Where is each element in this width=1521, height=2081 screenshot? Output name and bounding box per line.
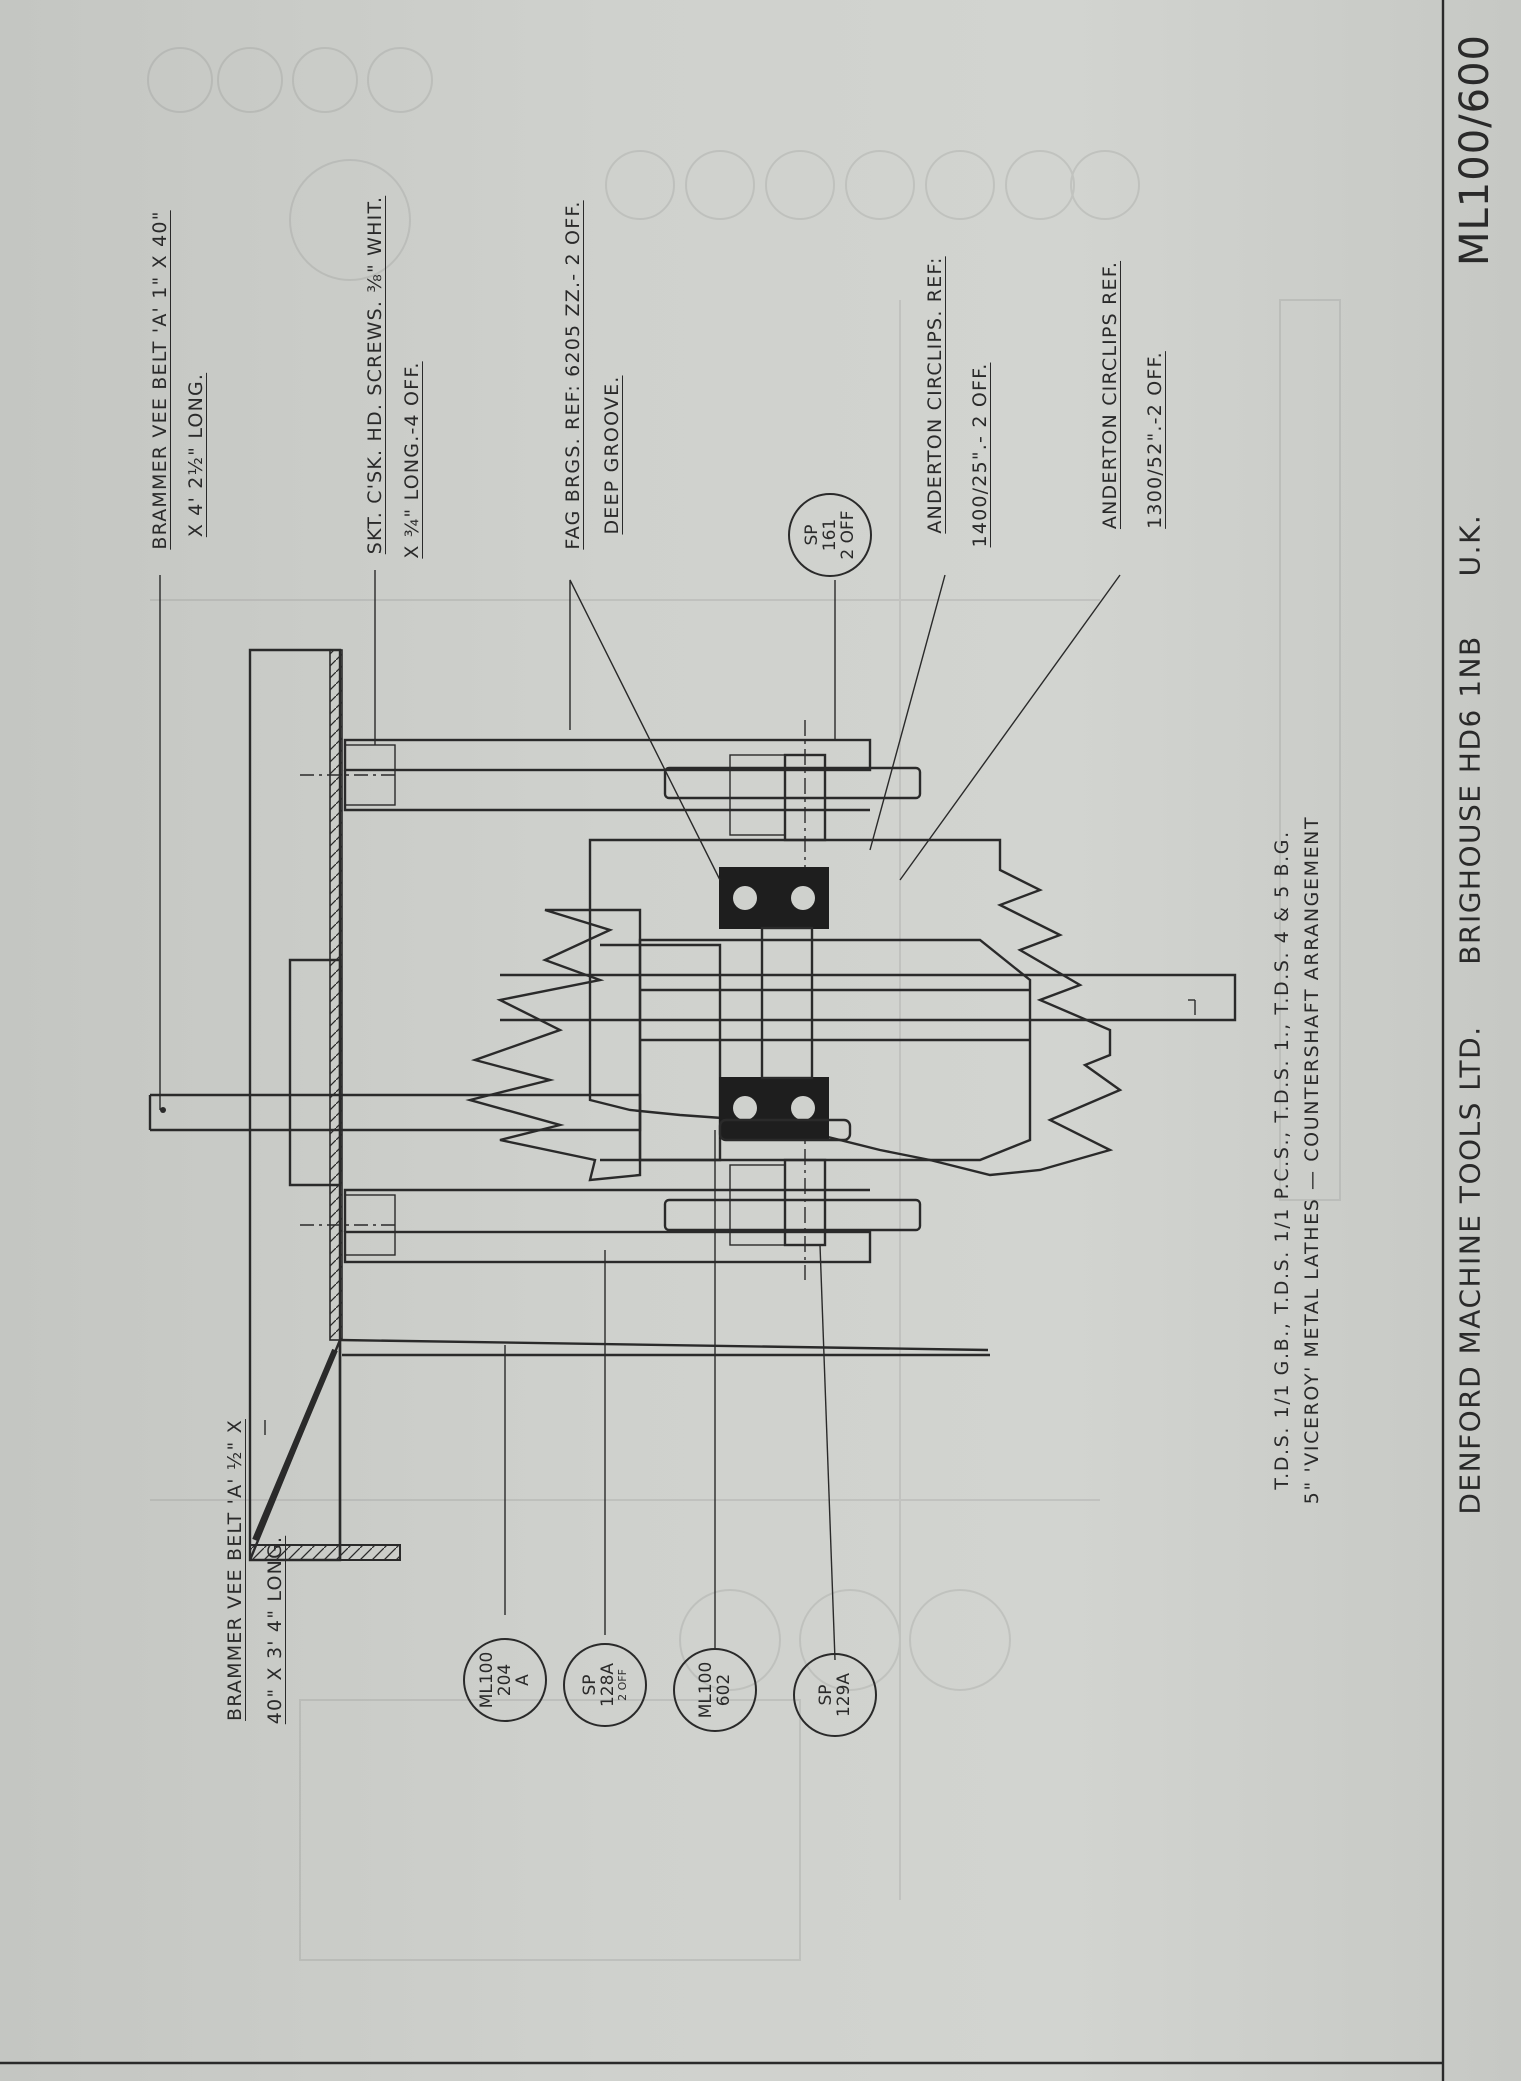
belt-upper bbox=[148, 1093, 642, 1132]
note-screws-2: X ¾" LONG.-4 OFF. bbox=[401, 361, 423, 559]
sp128a-label: SP 128A bbox=[580, 1662, 618, 1708]
output-shaft bbox=[500, 973, 1237, 1022]
note-fag-bearings-1: FAG BRGS. REF: 6205 ZZ.- 2 OFF. bbox=[562, 200, 584, 550]
footer-country: U.K. bbox=[1453, 513, 1487, 577]
note-fag-bearings-2: DEEP GROOVE. bbox=[601, 375, 623, 535]
note-brammer-lower-1: BRAMMER VEE BELT 'A' ½" X bbox=[224, 1419, 246, 1721]
footer-company: DENFORD MACHINE TOOLS LTD. bbox=[1453, 1025, 1487, 1515]
bolts bbox=[663, 720, 922, 1280]
part-bubble-ml100-204a: ML100 204 A bbox=[463, 1638, 547, 1722]
note-anderton-circlips-2: ANDERTON CIRCLIPS REF. bbox=[1099, 260, 1121, 530]
part-bubble-ml100-602: ML100 602 bbox=[673, 1648, 757, 1732]
housing-bracket bbox=[248, 648, 990, 1562]
part-bubble-sp129a: SP 129A bbox=[793, 1653, 877, 1737]
drawing-number: ML100/600 bbox=[1452, 34, 1498, 266]
caption-line-2: 5" 'VICEROY' METAL LATHES — COUNTERSHAFT… bbox=[1301, 815, 1323, 1505]
note-brammer-lower-2: 40" X 3' 4" LONG. bbox=[264, 1535, 286, 1725]
caption-line-1: T.D.S. 1/1 G.B., T.D.S. 1/1 P.C.S., T.D.… bbox=[1271, 830, 1293, 1490]
note-anderton-circlips-1b: 1400/25".- 2 OFF. bbox=[969, 362, 991, 548]
note-screws-1: SKT. C'SK. HD. SCREWS. ⅜" WHIT. bbox=[364, 195, 386, 555]
sp128a-qty: 2 OFF bbox=[616, 1669, 629, 1701]
note-brammer-upper-1: BRAMMER VEE BELT 'A' 1" X 40" bbox=[149, 210, 171, 550]
ghost-print bbox=[147, 47, 1341, 1961]
leader-lines bbox=[159, 570, 1195, 1661]
bearing-plates bbox=[300, 738, 872, 1264]
note-brammer-upper-2: X 4' 2½" LONG. bbox=[185, 372, 207, 538]
part-bubble-sp161: SP 161 2 OFF bbox=[788, 493, 872, 577]
note-anderton-circlips-1: ANDERTON CIRCLIPS. REF: bbox=[924, 256, 946, 534]
bearings bbox=[718, 867, 852, 1142]
note-anderton-circlips-2b: 1300/52".-2 OFF. bbox=[1144, 351, 1166, 529]
footer-address: BRIGHOUSE HD6 1NB bbox=[1453, 635, 1487, 965]
